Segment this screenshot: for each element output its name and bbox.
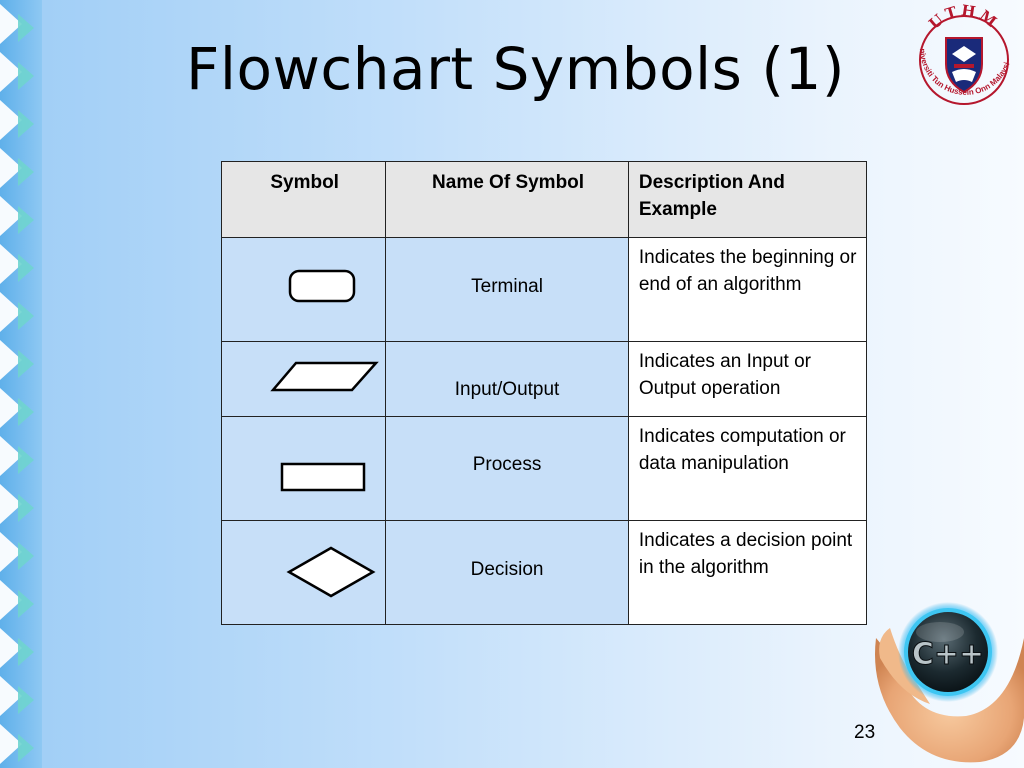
table-row: Input/Output Indicates an Input or Outpu… xyxy=(220,341,868,417)
symbol-name: Decision xyxy=(470,559,544,580)
symbol-cell xyxy=(220,341,387,417)
symbol-cell xyxy=(220,520,387,625)
page-number: 23 xyxy=(854,722,876,743)
left-decorative-border xyxy=(0,0,42,768)
svg-text:UTHM: UTHM xyxy=(925,2,1002,33)
parallelogram-symbol-icon xyxy=(270,361,379,392)
slide-title: Flowchart Symbols (1) xyxy=(186,35,845,103)
university-logo: UTHM Universiti Tun Hussein Onn Malaysia xyxy=(906,2,1012,105)
symbol-name: Terminal xyxy=(471,276,543,297)
diamond-symbol-icon xyxy=(286,546,376,598)
description-cell: Indicates the beginning or end of an alg… xyxy=(627,237,868,342)
name-cell: Terminal xyxy=(385,237,629,342)
description-cell: Indicates computation or data manipulati… xyxy=(627,416,868,521)
terminal-symbol-icon xyxy=(288,269,356,303)
symbol-cell xyxy=(220,237,387,342)
table-row: Terminal Indicates the beginning or end … xyxy=(220,237,868,342)
university-crest-icon xyxy=(945,37,983,94)
chevron-pattern-icon xyxy=(0,0,42,768)
name-cell: Decision xyxy=(385,520,629,625)
description-cell: Indicates an Input or Output operation xyxy=(627,341,868,417)
logo-abbreviation: UTHM xyxy=(925,2,999,33)
name-cell: Process xyxy=(385,416,629,521)
description-cell: Indicates a decision point in the algori… xyxy=(627,520,868,625)
header-name-of-symbol: Name Of Symbol xyxy=(385,161,629,238)
table-row: Decision Indicates a decision point in t… xyxy=(220,520,868,625)
symbol-cell xyxy=(220,416,387,521)
table-row: Process Indicates computation or data ma… xyxy=(220,416,868,521)
name-cell: Input/Output xyxy=(385,341,629,417)
hands-holding-cpp-button: C++ xyxy=(875,602,1024,763)
symbol-name: Process xyxy=(472,454,542,475)
rectangle-symbol-icon xyxy=(280,462,366,492)
header-description: Description And Example xyxy=(627,161,868,238)
symbol-name: Input/Output xyxy=(454,379,560,400)
cpp-badge-label: C++ xyxy=(912,637,984,672)
flowchart-symbols-table: Symbol Name Of Symbol Description And Ex… xyxy=(220,161,868,625)
table-header-row: Symbol Name Of Symbol Description And Ex… xyxy=(220,161,868,238)
header-symbol: Symbol xyxy=(220,161,387,238)
